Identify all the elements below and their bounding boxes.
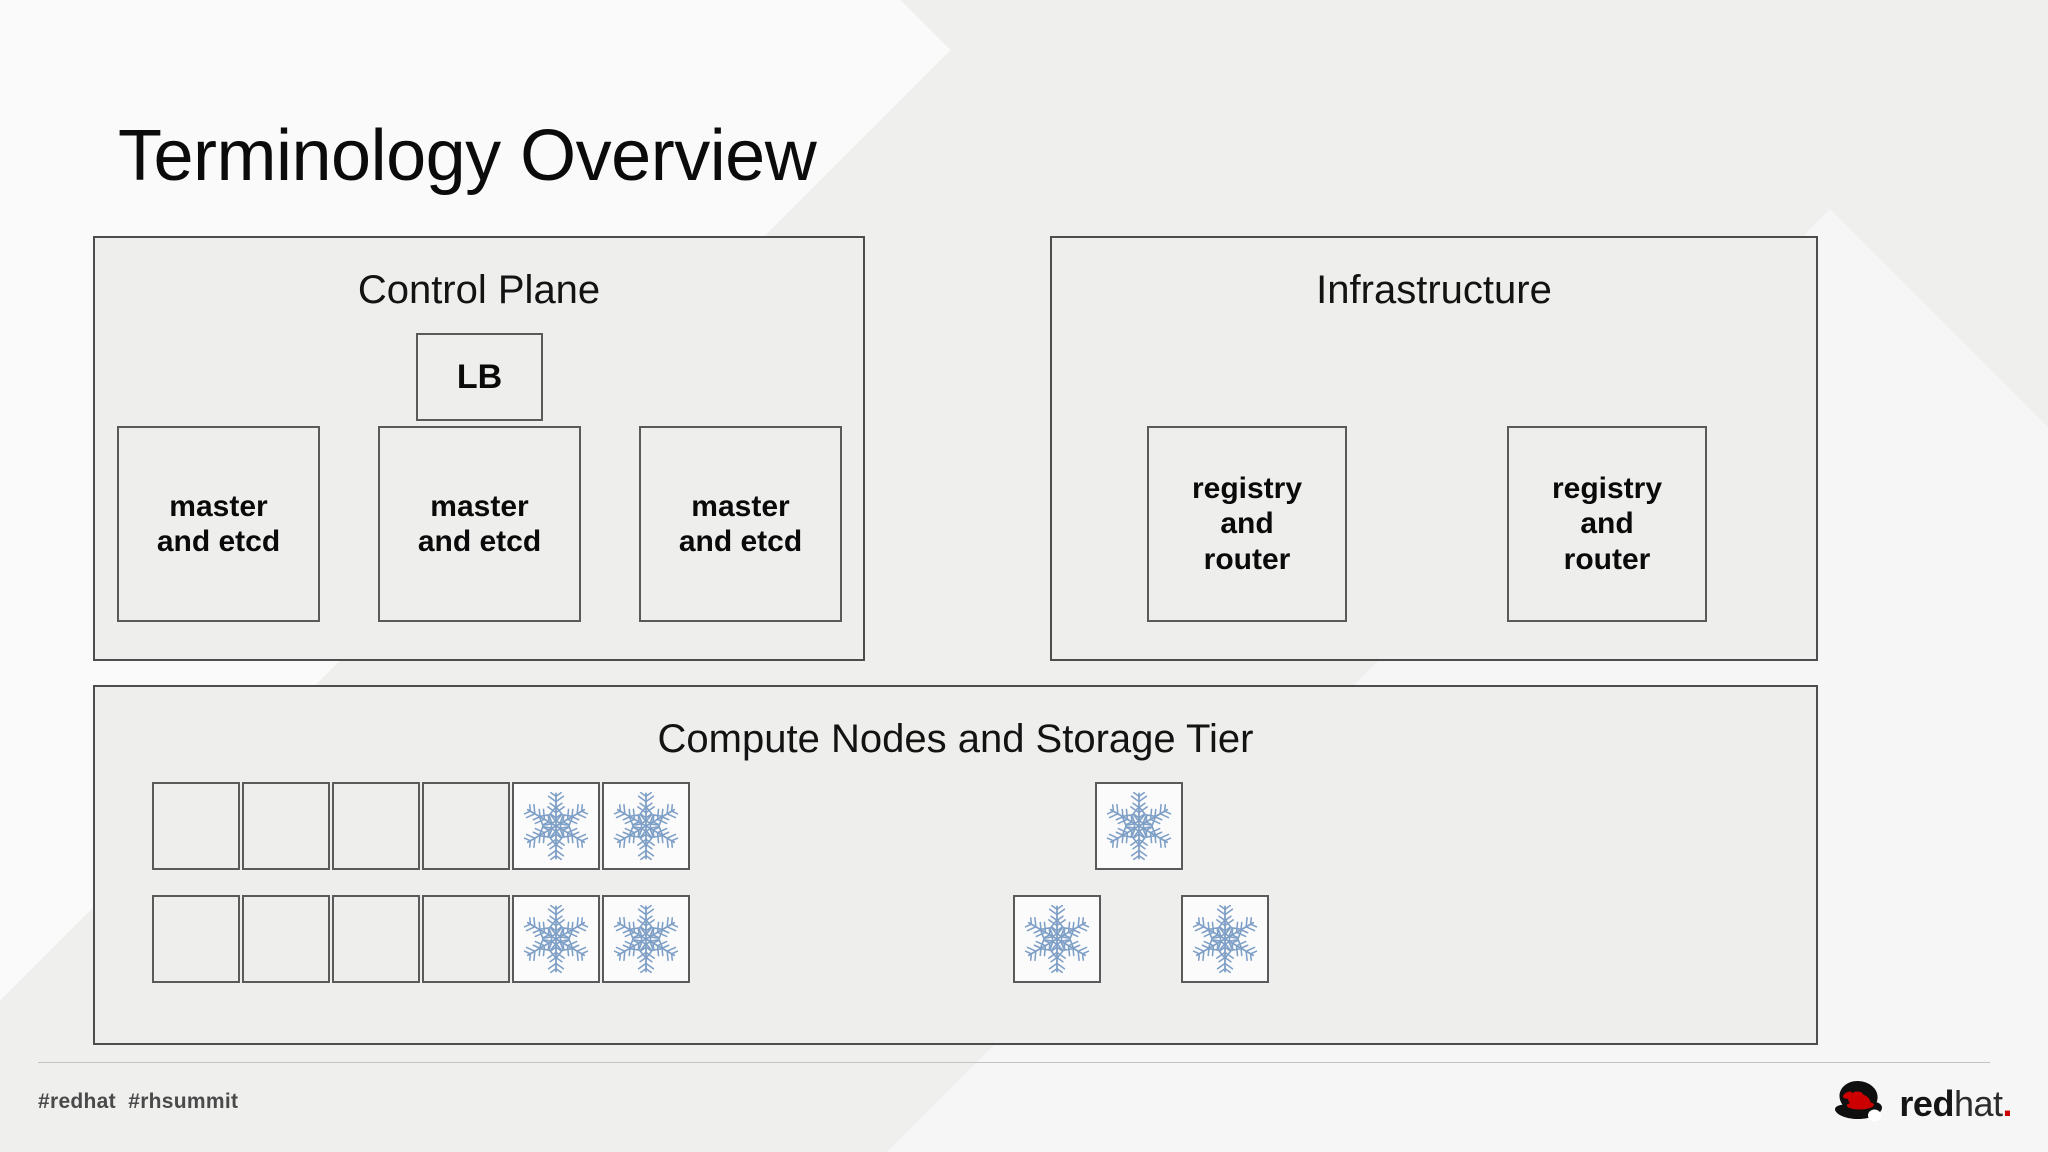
compute-node	[422, 782, 510, 870]
footer-divider	[38, 1062, 1990, 1063]
compute-node	[242, 895, 330, 983]
redhat-shadowman-icon	[1829, 1079, 1891, 1130]
snowflake-icon	[1102, 789, 1176, 863]
storage-node	[1181, 895, 1269, 983]
footer-hashtags: #redhat #rhsummit	[38, 1090, 239, 1113]
compute-node	[332, 895, 420, 983]
load-balancer-node: LB	[416, 333, 543, 421]
compute-node	[152, 895, 240, 983]
compute-node	[422, 895, 510, 983]
infrastructure-title: Infrastructure	[1316, 268, 1552, 312]
control-plane-title: Control Plane	[357, 268, 601, 312]
snowflake-icon	[519, 789, 593, 863]
snowflake-icon	[1020, 902, 1094, 976]
storage-node	[1013, 895, 1101, 983]
redhat-wordmark: redhat.	[1899, 1086, 2012, 1122]
compute-storage-title: Compute Nodes and Storage Tier	[657, 717, 1254, 761]
snowflake-icon	[609, 902, 683, 976]
compute-node	[242, 782, 330, 870]
storage-node	[602, 782, 690, 870]
redhat-wordmark-hat: hat	[1953, 1083, 2003, 1124]
page-title: Terminology Overview	[118, 116, 817, 196]
redhat-wordmark-red: red	[1899, 1083, 1954, 1124]
load-balancer-label: LB	[456, 357, 503, 396]
redhat-wordmark-dot: .	[2002, 1083, 2012, 1124]
storage-node	[512, 895, 600, 983]
snowflake-icon	[519, 902, 593, 976]
redhat-logo: redhat.	[1829, 1078, 2012, 1130]
storage-node	[512, 782, 600, 870]
snowflake-icon	[609, 789, 683, 863]
storage-node	[602, 895, 690, 983]
compute-node	[152, 782, 240, 870]
snowflake-icon	[1188, 902, 1262, 976]
compute-node	[332, 782, 420, 870]
storage-node	[1095, 782, 1183, 870]
compute-storage-group: Compute Nodes and Storage Tier	[93, 685, 1818, 1045]
